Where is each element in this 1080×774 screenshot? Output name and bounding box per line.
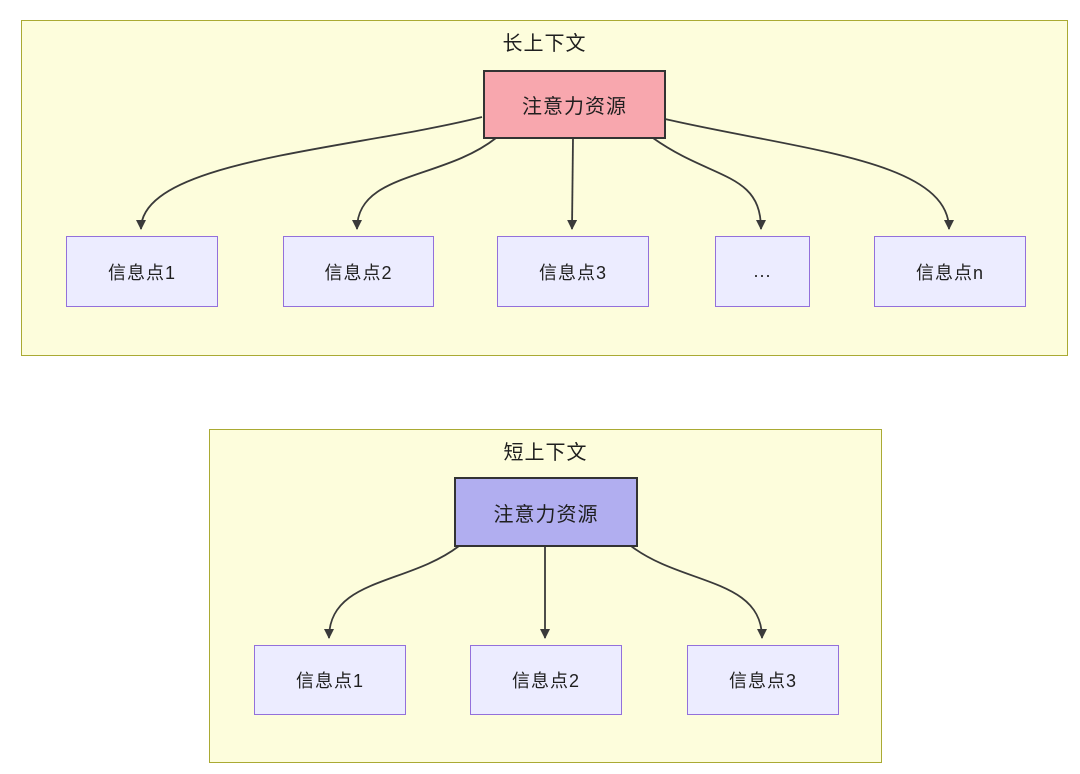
cluster-short-title: 短上下文 — [503, 442, 588, 464]
cluster-long-title: 长上下文 — [502, 33, 587, 55]
node-label: 信息点n — [915, 262, 984, 283]
node-info-point-2-short: 信息点2 — [470, 645, 622, 715]
node-info-point-n-long: 信息点n — [874, 236, 1026, 307]
node-info-point-1-long: 信息点1 — [66, 236, 218, 307]
node-label: 信息点3 — [728, 671, 797, 691]
node-label: 信息点2 — [511, 671, 580, 691]
node-info-point-3-short: 信息点3 — [687, 645, 839, 715]
cluster-short-context: 短上下文 注意力资源 信息点1 信息点2 信息点3 — [209, 429, 882, 763]
cluster-long-context: 长上下文 注意力资源 信息点1 信息点2 信息点3 ... 信息点n — [21, 20, 1068, 356]
node-label: 信息点2 — [324, 262, 393, 283]
node-label: 信息点3 — [538, 262, 607, 283]
node-info-point-3-long: 信息点3 — [497, 236, 649, 307]
node-attention-resource-long: 注意力资源 — [483, 70, 666, 139]
node-label: 信息点1 — [295, 671, 364, 691]
node-attention-resource-short: 注意力资源 — [454, 477, 638, 547]
node-label: 注意力资源 — [493, 503, 599, 526]
node-info-point-2-long: 信息点2 — [283, 236, 434, 307]
node-info-point-ellipsis-long: ... — [715, 236, 810, 307]
node-label: 信息点1 — [107, 262, 176, 283]
node-label: ... — [753, 261, 772, 281]
node-info-point-1-short: 信息点1 — [254, 645, 406, 715]
node-label: 注意力资源 — [522, 96, 627, 118]
